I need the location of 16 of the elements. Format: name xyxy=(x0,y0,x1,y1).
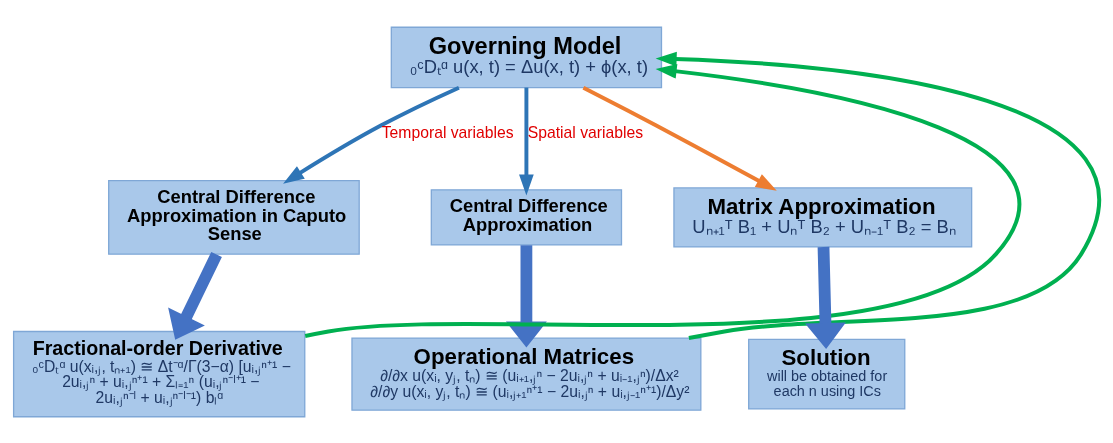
arrow xyxy=(805,246,846,349)
arrow xyxy=(582,85,777,191)
node-box: Solution will be obtained for each n using ICs xyxy=(748,338,906,410)
arrow xyxy=(168,251,222,340)
arrow xyxy=(519,87,534,195)
node-box: Fractional-order Derivative ₀ᶜDₜᵅ u(xᵢ,ⱼ, tₙ₊₁) ≅ Δt⁻ᵅ/Γ(3−α) [uᵢ,ⱼⁿ⁺¹ − 2uᵢ,ⱼⁿ + uᵢ,ⱼⁿ⁺¹ + Σₗ₌₁ⁿ (uᵢ,ⱼⁿ⁻ˡ⁺¹ − 2uᵢ,ⱼⁿ⁻ˡ + uᵢ,ⱼⁿ⁻ˡ⁻¹) bₗᵅ xyxy=(12,330,306,417)
edge-label: Temporal variables xyxy=(381,123,514,141)
arrow xyxy=(283,85,460,184)
arrow xyxy=(655,51,1100,340)
edge-label: Spatial variables xyxy=(527,123,644,141)
node-box: Central Difference Approximation xyxy=(430,188,623,246)
node-box: Matrix Approximation Uₙ₊₁ᵀ B₁ + Uₙᵀ B₂ + Uₙ₋₁ᵀ B₂ = Bₙ xyxy=(673,186,973,248)
node-box: Central Difference Approximation in Caputo Sense xyxy=(108,179,360,255)
arrow xyxy=(304,63,1022,338)
node-box: Operational Matrices ∂/∂x u(xᵢ, yⱼ, tₙ) ≅ (uᵢ₊₁,ⱼⁿ − 2uᵢ,ⱼⁿ + uᵢ₋₁,ⱼⁿ)/Δx² ∂/∂y u(xᵢ, yⱼ, tₙ) ≅ (uᵢ,ⱼ₊₁ⁿ⁺¹ − 2uᵢ,ⱼⁿ + uᵢ,ⱼ₋₁ⁿ⁺¹)/Δy² xyxy=(351,336,702,411)
node-box: Governing Model ₀ᶜDₜᵅ u(x, t) = Δu(x, t) + ϕ(x, t) xyxy=(390,26,663,88)
